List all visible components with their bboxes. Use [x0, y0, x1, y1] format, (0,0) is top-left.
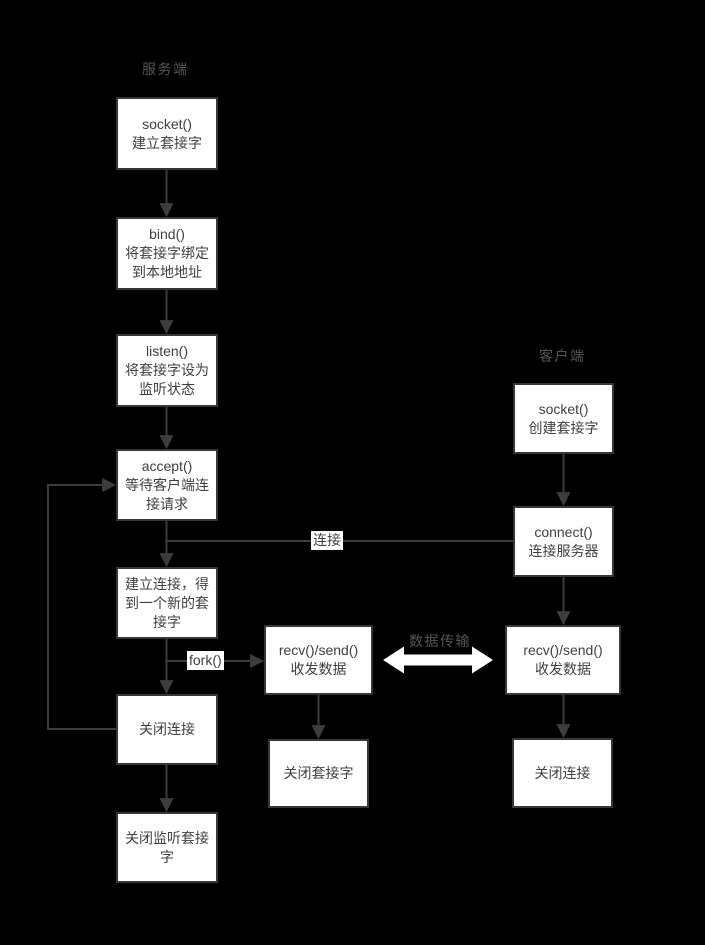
- fork-edge-label: fork(): [187, 651, 224, 670]
- node-line: 创建套接字: [528, 419, 599, 436]
- node-line: 等待客户端连: [125, 476, 209, 493]
- node-line: socket(): [142, 115, 192, 132]
- arrow-loop-to-accept: [47, 478, 117, 730]
- worker-close-socket-box: 关闭套接字: [268, 739, 369, 808]
- node-line: 建立连接，得: [125, 575, 209, 592]
- client-connect-box: connect() 连接服务器: [513, 506, 614, 577]
- client-close-conn-box: 关闭连接: [512, 738, 613, 808]
- node-line: 建立套接字: [132, 134, 202, 151]
- server-close-conn-box: 关闭连接: [116, 694, 218, 765]
- node-line: recv()/send(): [278, 642, 359, 658]
- node-line: listen(): [145, 343, 188, 359]
- node-line: 关闭连接: [139, 721, 195, 737]
- server-socket-box: socket() 建立套接字: [116, 97, 218, 170]
- node-line: 关闭监听套接: [125, 829, 209, 846]
- node-line: 接请求: [146, 495, 188, 512]
- node-line: bind(): [149, 226, 185, 242]
- data-transfer-label: 数据传输: [409, 633, 471, 649]
- server-bind-box: bind() 将套接字绑定 到本地地址: [116, 217, 218, 290]
- node-line: 将套接字绑定: [125, 245, 209, 261]
- node-line: 字: [160, 848, 174, 865]
- connect-edge-label: 连接: [311, 531, 343, 550]
- node-line: recv()/send(): [523, 642, 603, 658]
- server-new-socket-box: 建立连接，得 到一个新的套 接字: [116, 567, 218, 639]
- node-line: accept(): [141, 457, 193, 474]
- worker-recv-send-box: recv()/send() 收发数据: [264, 625, 373, 695]
- node-line: 到一个新的套: [125, 594, 209, 611]
- client-recv-send-box: recv()/send() 收发数据: [505, 625, 621, 695]
- node-line: 连接服务器: [528, 542, 599, 559]
- node-line: 接字: [153, 613, 181, 630]
- client-column-header: 客户端: [539, 348, 586, 364]
- data-transfer-arrow: [383, 646, 493, 674]
- node-line: 收发数据: [290, 661, 347, 677]
- node-line: 到本地地址: [132, 264, 202, 280]
- node-line: socket(): [538, 400, 589, 417]
- node-line: 关闭套接字: [283, 765, 354, 781]
- node-line: connect(): [534, 523, 593, 540]
- server-accept-box: accept() 等待客户端连 接请求: [116, 449, 218, 521]
- node-line: 监听状态: [139, 381, 195, 397]
- node-line: 将套接字设为: [125, 362, 209, 378]
- node-line: 关闭连接: [534, 764, 591, 781]
- client-socket-box: socket() 创建套接字: [513, 383, 614, 454]
- server-listen-box: listen() 将套接字设为 监听状态: [116, 334, 218, 407]
- server-column-header: 服务端: [142, 61, 189, 77]
- node-line: 收发数据: [535, 661, 591, 677]
- server-close-listen-box: 关闭监听套接 字: [116, 812, 218, 883]
